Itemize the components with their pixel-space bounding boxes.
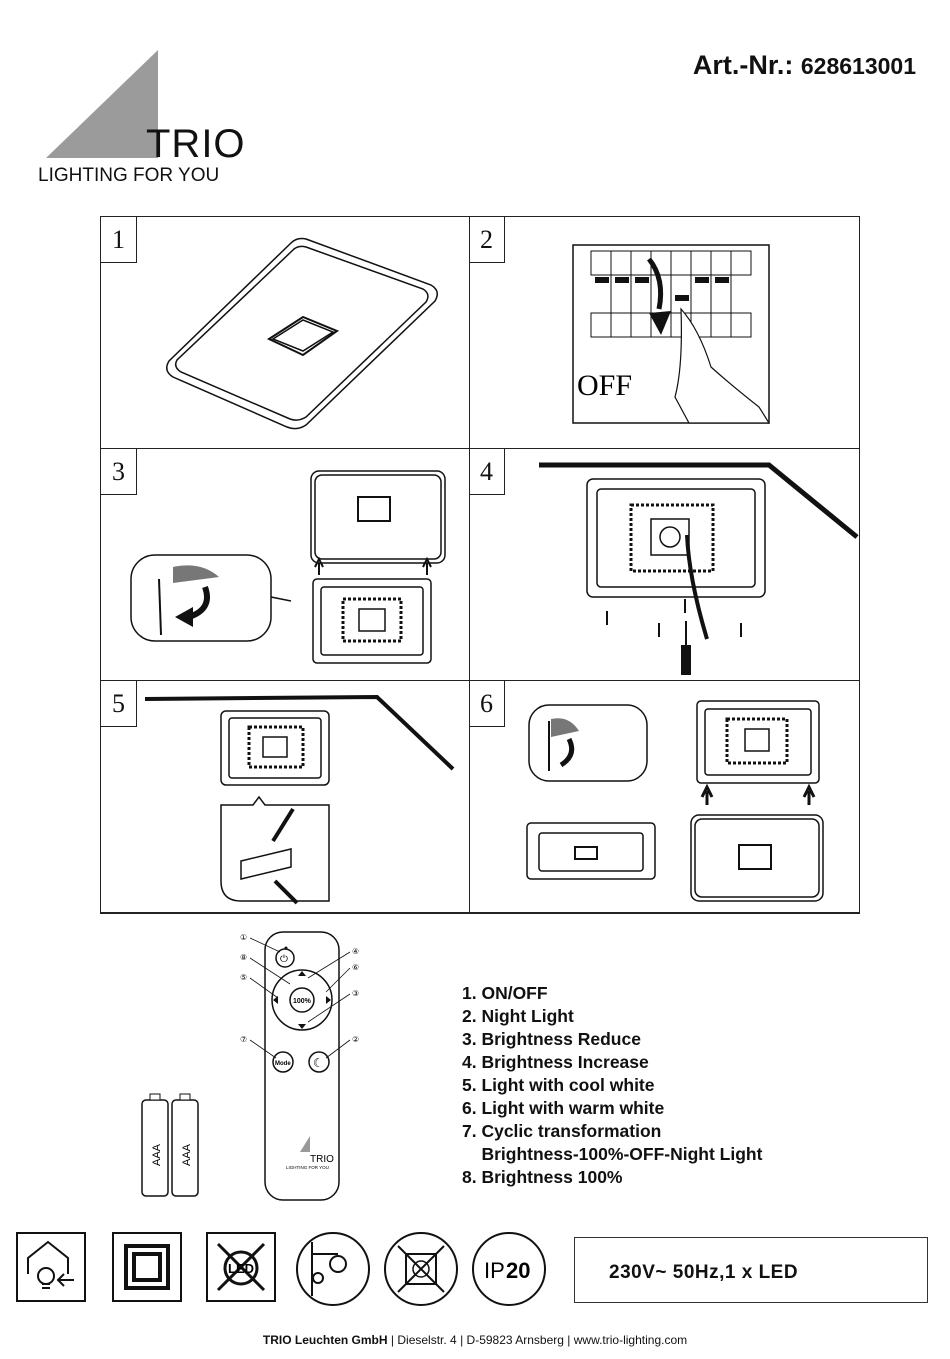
fuse-box-illustration: OFF — [572, 244, 771, 424]
battery-label-2: AAA — [181, 1143, 193, 1166]
electrical-spec-box: 230V~ 50Hz,1 x LED — [574, 1237, 928, 1303]
ceiling-lamp-illustration — [166, 237, 438, 430]
step-number: 2 — [469, 217, 505, 263]
article-number: Art.-Nr.: 628613001 — [693, 50, 916, 81]
step-number: 1 — [101, 217, 137, 263]
step-number: 6 — [469, 681, 505, 727]
protection-class-2-icon — [112, 1232, 182, 1302]
power-icon: ⏻ — [280, 954, 288, 965]
callout-4: ④ — [352, 947, 359, 956]
callout-6: ⑥ — [352, 963, 359, 972]
callout-5: ⑤ — [240, 973, 247, 982]
footer-city: D-59823 Arnsberg — [466, 1333, 564, 1347]
step-number: 4 — [469, 449, 505, 495]
step-5-panel: 5 — [101, 681, 470, 913]
legend-item: 8. Brightness 100% — [462, 1167, 623, 1187]
diffuser-refit-illustration — [526, 700, 824, 902]
legend-item: 3. Brightness Reduce — [462, 1029, 641, 1049]
battery-label-1: AAA — [151, 1143, 163, 1166]
legend-item: Brightness-100%-OFF-Night Light — [462, 1144, 763, 1164]
legend-item: 7. Cyclic transformation — [462, 1121, 662, 1141]
callout-8: ⑧ — [240, 953, 247, 962]
article-value: 628613001 — [800, 53, 916, 79]
ip-prefix: IP — [484, 1258, 505, 1283]
no-dimmer-icon — [384, 1232, 458, 1306]
legend-item: 2. Night Light — [462, 1006, 574, 1026]
mounting-illustration — [539, 462, 859, 675]
installation-steps-grid: 1 OFF 2 — [100, 216, 860, 914]
ip-number: 20 — [506, 1258, 530, 1283]
legend-item: 5. Light with cool white — [462, 1075, 655, 1095]
remote-logo-tag: LIGHTING FOR YOU — [286, 1165, 329, 1170]
mode-label: Mode — [275, 1061, 291, 1067]
step-number: 5 — [101, 681, 137, 727]
logo-word: TRIO — [146, 122, 246, 166]
step-2-panel: OFF 2 — [469, 217, 860, 449]
ceiling-mount-icon — [296, 1232, 370, 1306]
footer: TRIO Leuchten GmbH | Dieselstr. 4 | D-59… — [0, 1333, 950, 1347]
callout-7: ⑦ — [240, 1035, 247, 1044]
electrical-spec: 230V~ 50Hz,1 x LED — [609, 1262, 799, 1283]
step-3-panel: 3 — [101, 449, 470, 681]
remote-logo-word: TRIO — [310, 1154, 334, 1165]
legend-item: 1. ON/OFF — [462, 983, 548, 1003]
remote-control-illustration: ⏻ 100% Mode ☾ TRIO LIGHTING FOR YOU ① ⑧ … — [141, 931, 359, 1201]
led-not-replaceable-icon: LED — [206, 1232, 276, 1302]
callout-3: ③ — [352, 989, 359, 998]
footer-sep: | — [390, 1333, 395, 1347]
step-4-panel: 4 — [469, 449, 860, 681]
callout-2: ② — [352, 1035, 359, 1044]
step-6-panel: 6 — [469, 681, 860, 913]
bulb-replaceable-icon — [16, 1232, 86, 1302]
article-label: Art.-Nr.: — [692, 50, 794, 80]
ip20-icon: IP 20 — [472, 1232, 546, 1306]
wiring-illustration — [144, 694, 455, 905]
footer-address: Dieselstr. 4 — [397, 1333, 457, 1347]
diffuser-removal-illustration — [130, 470, 446, 664]
off-label: OFF — [577, 369, 632, 402]
step-number: 3 — [101, 449, 137, 495]
remote-legend: 1. ON/OFF 2. Night Light 3. Brightness R… — [462, 982, 762, 1189]
trio-logo: TRIO LIGHTING FOR YOU — [38, 50, 248, 190]
legend-item: 6. Light with warm white — [462, 1098, 665, 1118]
footer-sep: | — [460, 1333, 464, 1347]
step-1-panel: 1 — [101, 217, 470, 449]
legend-item: 4. Brightness Increase — [462, 1052, 649, 1072]
center-100-label: 100% — [293, 998, 312, 1005]
footer-company: TRIO Leuchten GmbH — [262, 1333, 388, 1347]
footer-website: www.trio-lighting.com — [573, 1333, 688, 1347]
callout-1: ① — [240, 933, 247, 942]
moon-icon: ☾ — [313, 1056, 324, 1070]
footer-sep: | — [567, 1333, 571, 1347]
led-text: LED — [228, 1261, 254, 1276]
logo-tagline: LIGHTING FOR YOU — [38, 165, 220, 186]
logo-triangle — [46, 50, 158, 158]
